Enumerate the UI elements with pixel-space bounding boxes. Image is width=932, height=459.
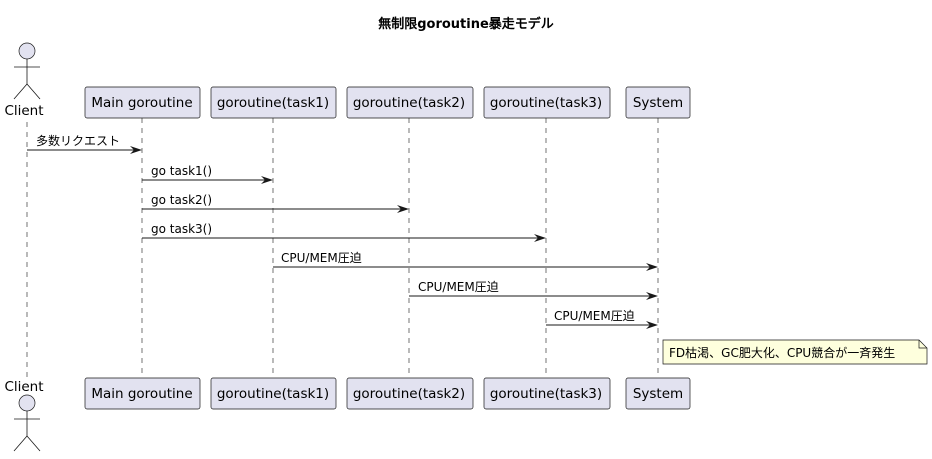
participant-system-top-label: System bbox=[633, 95, 683, 111]
actor-client-top-label: Client bbox=[4, 103, 43, 119]
message-7: CPU/MEM圧迫 bbox=[546, 309, 658, 329]
participant-task3-top: goroutine(task3) bbox=[483, 86, 611, 119]
message-3: go task2() bbox=[142, 193, 409, 213]
arrowhead-icon bbox=[646, 292, 658, 300]
arrowhead-icon bbox=[261, 176, 273, 184]
note-fold-icon bbox=[918, 340, 927, 349]
participant-main-top: Main goroutine bbox=[84, 86, 201, 119]
message-4-label: go task3() bbox=[151, 222, 212, 236]
actor-client-top: Client bbox=[4, 42, 44, 119]
message-5: CPU/MEM圧迫 bbox=[273, 251, 658, 271]
message-1-label: 多数リクエスト bbox=[36, 133, 120, 148]
actor-client-bottom-label: Client bbox=[4, 379, 43, 395]
participant-task2-top-label: goroutine(task2) bbox=[353, 95, 465, 111]
message-6: CPU/MEM圧迫 bbox=[409, 280, 658, 300]
participant-main-top-label: Main goroutine bbox=[91, 95, 192, 111]
actor-client-top-head bbox=[18, 42, 36, 60]
participant-task2-bottom-label: goroutine(task2) bbox=[353, 386, 465, 402]
arrowhead-icon bbox=[130, 146, 142, 154]
participant-task1-top-label: goroutine(task1) bbox=[217, 95, 329, 111]
participant-task3-bottom-label: goroutine(task3) bbox=[490, 386, 602, 402]
diagram-title: 無制限goroutine暴走モデル bbox=[378, 16, 554, 32]
participant-task1-top: goroutine(task1) bbox=[210, 86, 337, 119]
message-5-label: CPU/MEM圧迫 bbox=[281, 251, 362, 265]
arrowhead-icon bbox=[646, 321, 658, 329]
actor-client-bottom-head bbox=[18, 394, 36, 412]
message-3-label: go task2() bbox=[151, 193, 212, 207]
participant-task1-bottom-label: goroutine(task1) bbox=[217, 386, 329, 402]
participant-task3-top-label: goroutine(task3) bbox=[490, 95, 602, 111]
participant-task1-bottom: goroutine(task1) bbox=[210, 377, 337, 410]
message-2: go task1() bbox=[142, 164, 273, 184]
message-7-label: CPU/MEM圧迫 bbox=[554, 309, 635, 323]
participant-task2-top: goroutine(task2) bbox=[346, 86, 474, 119]
participant-main-bottom-label: Main goroutine bbox=[91, 386, 192, 402]
participant-task3-bottom: goroutine(task3) bbox=[483, 377, 611, 410]
participant-task2-bottom: goroutine(task2) bbox=[346, 377, 474, 410]
note-text: FD枯渇、GC肥大化、CPU競合が一斉発生 bbox=[669, 345, 895, 360]
message-6-label: CPU/MEM圧迫 bbox=[418, 280, 499, 294]
message-1: 多数リクエスト bbox=[27, 133, 142, 154]
participant-main-bottom: Main goroutine bbox=[84, 377, 201, 410]
actor-client-bottom: Client bbox=[4, 379, 44, 452]
arrowhead-icon bbox=[646, 263, 658, 271]
participant-system-top: System bbox=[625, 86, 691, 119]
note: FD枯渇、GC肥大化、CPU競合が一斉発生 bbox=[662, 339, 928, 365]
message-4: go task3() bbox=[142, 222, 546, 242]
participant-system-bottom-label: System bbox=[633, 386, 683, 402]
arrowhead-icon bbox=[397, 205, 409, 213]
arrowhead-icon bbox=[534, 234, 546, 242]
participant-system-bottom: System bbox=[625, 377, 691, 410]
message-2-label: go task1() bbox=[151, 164, 212, 178]
